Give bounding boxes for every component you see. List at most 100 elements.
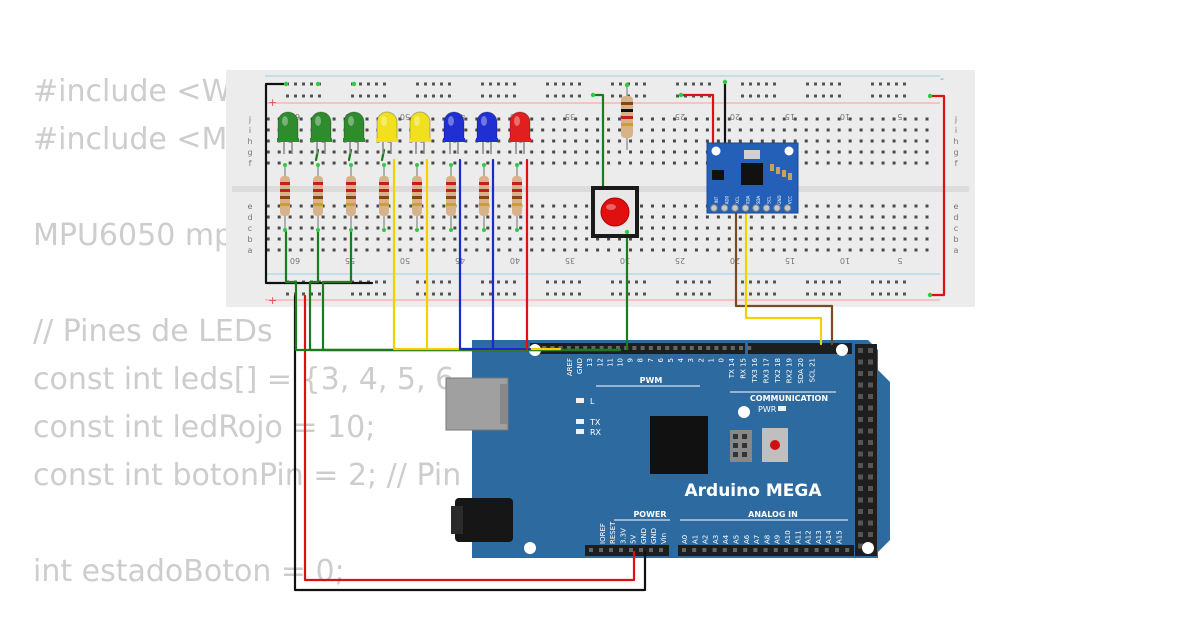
breadboard-hole [398, 161, 402, 165]
power-jack-front [451, 506, 463, 534]
rail-plus-label: + [268, 96, 277, 109]
header-pin [868, 509, 873, 514]
resistor-band [280, 196, 290, 199]
breadboard-hole [266, 150, 270, 154]
breadboard-hole [497, 117, 501, 121]
breadboard-hole [892, 226, 896, 230]
breadboard-hole [705, 139, 709, 143]
resistor-band [512, 196, 522, 199]
breadboard-hole [574, 128, 578, 132]
breadboard-hole [365, 204, 369, 208]
breadboard-hole [420, 161, 424, 165]
breadboard-hole [475, 161, 479, 165]
breadboard-hole [914, 237, 918, 241]
breadboard-hole [881, 248, 885, 252]
header-pin [566, 346, 571, 350]
breadboard-hole [859, 139, 863, 143]
header-pin [858, 417, 863, 422]
breadboard-hole [716, 226, 720, 230]
breadboard-hole [365, 226, 369, 230]
breadboard-hole [607, 150, 611, 154]
breadboard-hole [793, 248, 797, 252]
breadboard-hole [793, 215, 797, 219]
communication-header [748, 343, 852, 354]
breadboard-hole [596, 128, 600, 132]
led-rim [277, 138, 299, 142]
rail-hole [643, 94, 646, 98]
breadboard-hole [475, 128, 479, 132]
breadboard-hole [672, 117, 676, 121]
breadboard-hole [859, 226, 863, 230]
breadboard-hole [376, 248, 380, 252]
breadboard-hole [541, 215, 545, 219]
breadboard-hole [661, 139, 665, 143]
breadboard-hole [431, 150, 435, 154]
breadboard-hole [815, 139, 819, 143]
breadboard-hole [574, 117, 578, 121]
breadboard-hole [716, 237, 720, 241]
mpu-smd [770, 164, 774, 171]
rail-hole [554, 82, 557, 86]
breadboard-hole [848, 204, 852, 208]
rail-hole [416, 94, 419, 98]
rail-hole [359, 292, 362, 296]
led-green [343, 111, 365, 232]
led-body [409, 111, 431, 141]
breadboard-hole [486, 237, 490, 241]
rail-hole [708, 82, 711, 86]
breadboard-hole [431, 248, 435, 252]
breadboard-hole [343, 204, 347, 208]
rail-hole [302, 94, 305, 98]
breadboard-hole [618, 139, 622, 143]
led-rim [509, 138, 531, 142]
breadboard-hole [760, 226, 764, 230]
breadboard-hole [651, 226, 654, 230]
breadboard-hole [332, 117, 336, 121]
breadboard-hole [925, 139, 929, 143]
breadboard-hole [409, 237, 413, 241]
rail-hole [871, 94, 874, 98]
mpu-smd [776, 167, 780, 174]
breadboard-hole [398, 237, 402, 241]
rail-hole [367, 292, 370, 296]
breadboard-hole [574, 139, 578, 143]
breadboard-hole [848, 139, 852, 143]
rail-hole [684, 82, 687, 86]
header-pin [607, 346, 612, 350]
led-highlight [414, 116, 420, 126]
icsp-pin [733, 434, 738, 439]
breadboard-hole [398, 117, 402, 121]
pin-dot [482, 228, 486, 232]
breadboard-hole [277, 237, 281, 241]
rail-hole [513, 280, 516, 284]
breadboard-hole [288, 161, 292, 165]
breadboard-hole [376, 237, 380, 241]
breadboard-hole [815, 215, 819, 219]
resistor-band [512, 182, 522, 185]
breadboard-hole [672, 237, 676, 241]
rail-hole [814, 292, 817, 296]
rail-hole [578, 94, 581, 98]
rail-hole [676, 94, 679, 98]
breadboard-hole [376, 204, 380, 208]
breadboard-hole [760, 128, 764, 132]
breadboard-hole [475, 204, 479, 208]
breadboard-hole [464, 128, 468, 132]
breadboard-hole [651, 215, 654, 219]
rail-hole [562, 292, 565, 296]
breadboard-hole [563, 117, 567, 121]
breadboard-hole [903, 215, 907, 219]
header-pin [712, 548, 717, 552]
header-pin [640, 346, 645, 350]
pin-dot [415, 228, 419, 232]
breadboard-hole [365, 128, 369, 132]
breadboard-hole [848, 215, 852, 219]
header-pin [868, 394, 873, 399]
breadboard-hole [749, 128, 753, 132]
breadboard-hole [409, 226, 413, 230]
header-pin [649, 548, 653, 552]
header-pin [753, 548, 758, 552]
rail-hole [432, 94, 435, 98]
breadboard-hole [376, 150, 380, 154]
mpu-pin [752, 204, 760, 212]
